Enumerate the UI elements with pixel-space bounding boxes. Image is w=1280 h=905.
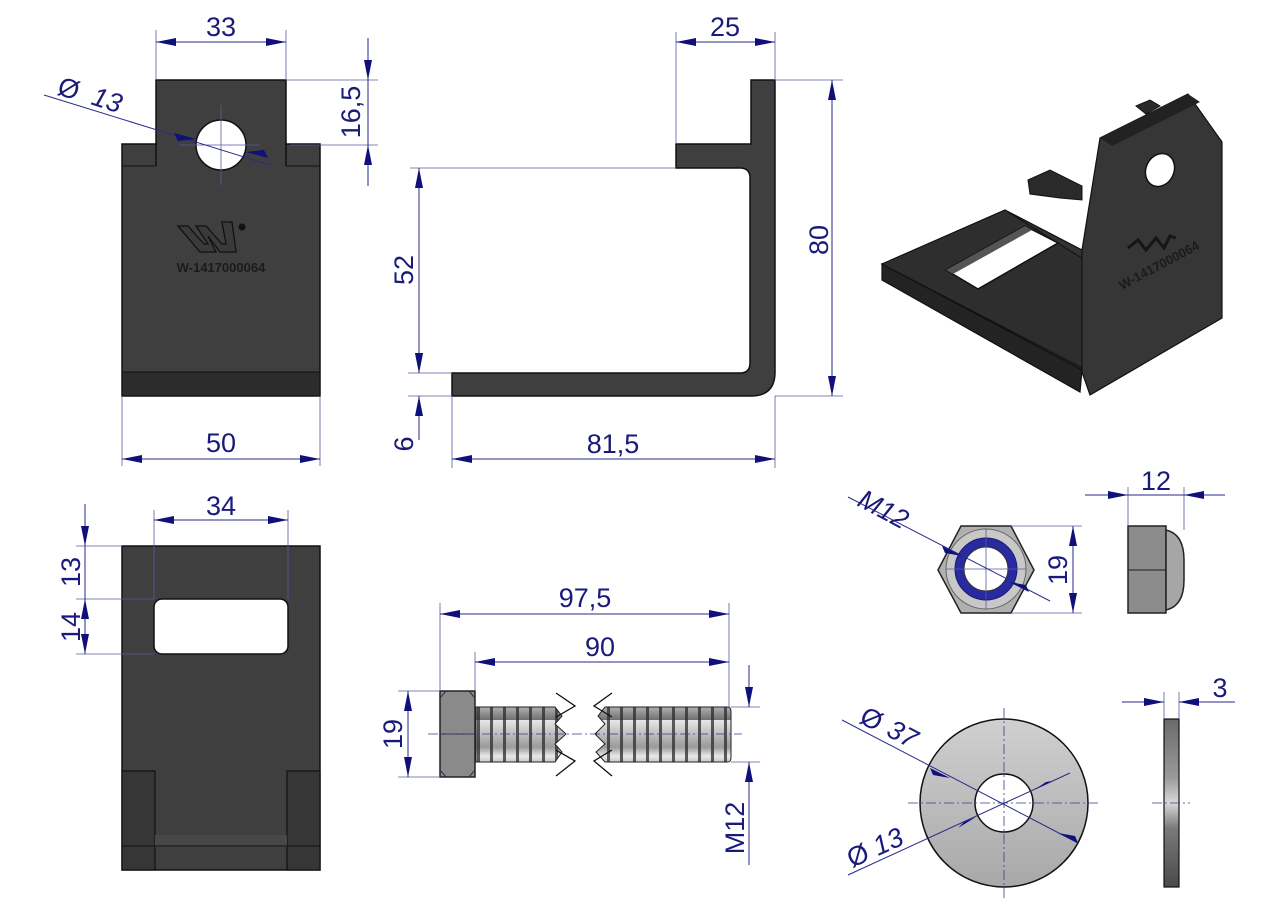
dim-washer-inner: 13 (868, 822, 908, 862)
dim-washer-outer-symbol: Ø (855, 701, 888, 737)
dim-washer-outer: 37 (882, 714, 923, 755)
bracket-bottom-slot (153, 598, 289, 655)
bracket-bottom-view: 34 13 14 (56, 491, 321, 871)
dim-nut-thread: M12 (853, 484, 913, 535)
dim-washer-thickness: 3 (1212, 673, 1227, 703)
dim-hole-diameter: 13 (88, 81, 126, 119)
nut-view: M12 19 12 (847, 466, 1225, 614)
dim-total-length: 81,5 (587, 429, 640, 459)
dim-slot-length: 34 (206, 491, 236, 521)
bolt-thread-right (594, 706, 732, 763)
bolt-thread-left (475, 706, 567, 763)
bolt-view: 97,5 90 19 M12 (378, 583, 760, 865)
dim-bolt-total-length: 97,5 (559, 583, 612, 613)
dim-slot-width: 14 (56, 612, 86, 642)
dim-bolt-head-height: 19 (378, 719, 408, 749)
dim-slot-offset: 13 (56, 557, 86, 587)
dim-nut-height: 12 (1141, 466, 1171, 496)
part-number-marking: W-1417000064 (177, 260, 266, 275)
dim-tab-height: 16,5 (336, 86, 366, 139)
dim-nut-across-flats: 19 (1043, 555, 1073, 585)
leader-washer-inner (847, 772, 1071, 876)
dim-flange-depth: 25 (710, 12, 740, 42)
dim-thickness: 6 (389, 436, 419, 451)
manufacturer-logo (176, 221, 246, 253)
bracket-front-view: W-1417000064 33 Ø 13 16,5 50 (43, 12, 378, 466)
dim-tab-width: 33 (206, 12, 236, 42)
bracket-isometric-view: W-1417000064 (880, 93, 1223, 396)
dim-total-height: 80 (804, 225, 834, 255)
dim-base-width: 50 (206, 428, 236, 458)
isometric-hole (1144, 152, 1176, 188)
dim-inner-height: 52 (389, 255, 419, 285)
dim-hole-diameter-symbol: Ø (54, 71, 83, 106)
dim-bolt-shank-length: 90 (585, 632, 615, 662)
dim-bolt-thread: M12 (720, 802, 750, 855)
bracket-front-body (121, 143, 321, 397)
dim-washer-inner-symbol: Ø (842, 838, 873, 874)
washer-view: Ø 37 Ø 13 3 (841, 673, 1235, 898)
leader-hole-diameter (43, 94, 271, 166)
bracket-profile (451, 79, 776, 397)
bracket-side-view: 25 80 52 6 81,5 (389, 12, 843, 468)
leader-washer-outer (841, 719, 1079, 844)
